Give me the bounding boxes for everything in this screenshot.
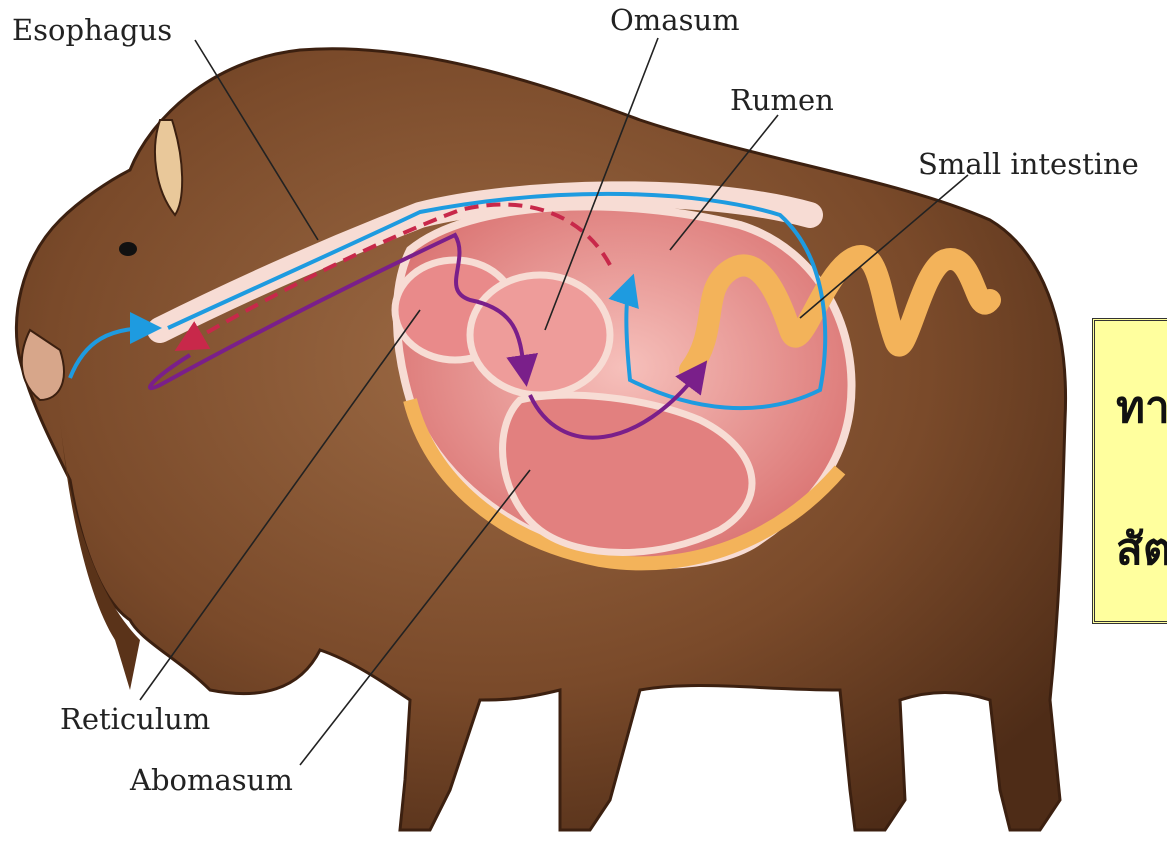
callout-line-2: สัต: [1116, 528, 1167, 572]
label-small-intestine: Small intestine: [918, 150, 1139, 179]
eye: [119, 242, 137, 256]
label-rumen: Rumen: [730, 86, 834, 115]
label-reticulum: Reticulum: [60, 705, 210, 734]
label-abomasum: Abomasum: [130, 766, 293, 795]
omasum: [470, 275, 610, 395]
thai-callout-box: [1092, 318, 1167, 624]
callout-line-1: ทา: [1116, 386, 1167, 430]
label-omasum: Omasum: [610, 6, 740, 35]
label-esophagus: Esophagus: [12, 16, 172, 45]
